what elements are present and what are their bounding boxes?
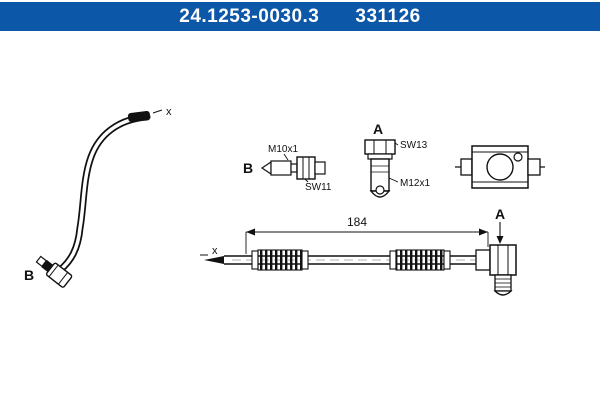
detail-a-thread-label: M12x1 [400,178,430,189]
bleeder-fitting [35,255,73,288]
brake-hose-diagram: x B B M10x1 SW11 [24,106,545,296]
right-fitting-a-label: A [495,206,505,222]
detail-b-thread-label: M10x1 [268,144,298,155]
reference-number: 331126 [355,5,421,27]
detail-a-wrench-label: SW13 [400,140,428,151]
detail-b-wrench-label: SW11 [305,182,332,193]
dimension-184: 184 [245,215,489,254]
detail-b-letter: B [243,160,253,176]
top-hose-end-x-label: x [166,106,172,118]
curved-hose-drawing: x B [24,106,172,288]
detail-a-letter: A [373,121,383,137]
detail-fitting-b: B M10x1 SW11 [243,144,332,193]
part-number-header: 24.1253-0030.3 331126 [0,2,600,31]
left-fitting-b-label: B [24,267,34,283]
technical-drawing: x B B M10x1 SW11 [0,33,600,400]
bottom-hose-end-x-label: x [212,245,218,257]
bracket-part [455,145,545,189]
hose-assembly: x A [200,206,517,296]
detail-fitting-a: A SW13 M12x1 [364,121,430,198]
dimension-length-label: 184 [347,215,367,229]
part-number: 24.1253-0030.3 [179,5,320,27]
